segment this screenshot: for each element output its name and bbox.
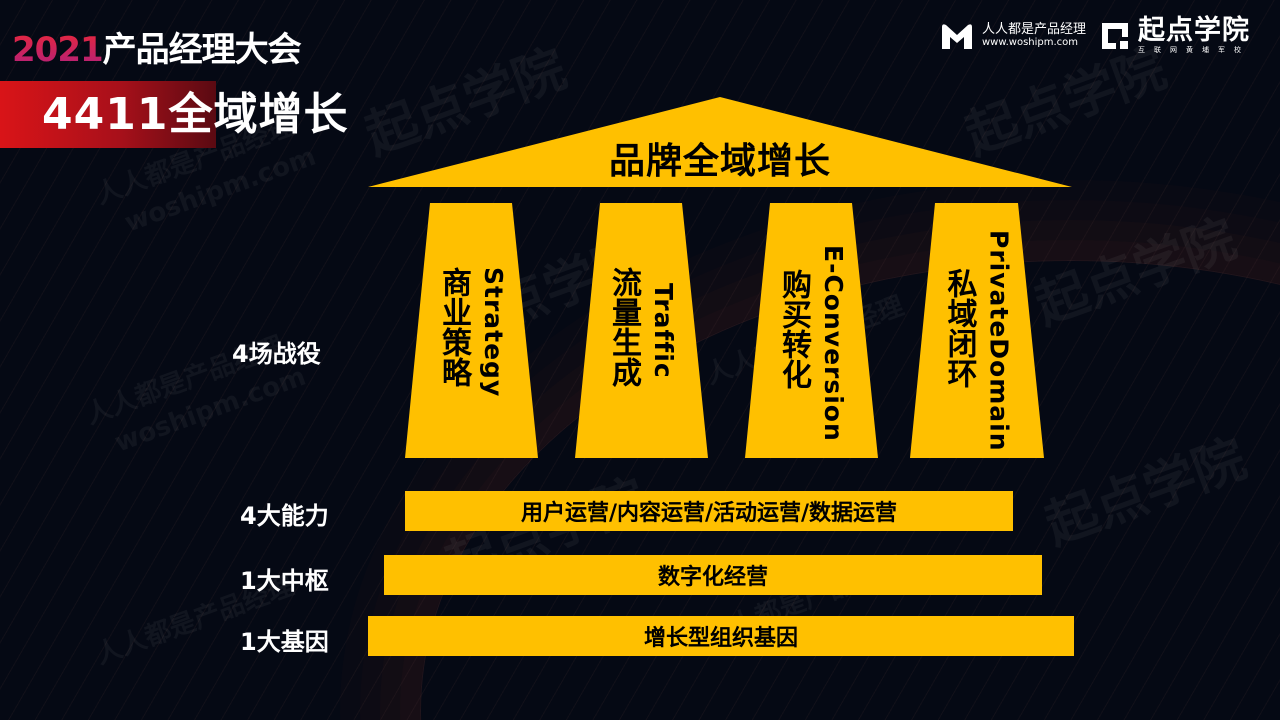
section-banner (0, 81, 216, 148)
bar-capabilities: 用户运营/内容运营/活动运营/数据运营 (405, 491, 1013, 531)
event-year: 2021 (12, 30, 104, 70)
event-name: 产品经理大会 (102, 30, 302, 70)
pillar-4-cn: 私域闭环 (941, 268, 977, 388)
pillar-3-cn: 购买转化 (776, 269, 811, 389)
qidian-logo-text: 起点学院 互联网黄埔军校 (1138, 17, 1250, 54)
pillar-2-cn: 流量生成 (606, 267, 641, 387)
pillar-conversion (745, 203, 878, 458)
pillar-2-text: Traffic 流量生成 (575, 205, 708, 517)
pillar-private-domain (910, 203, 1044, 458)
pillar-2-en: Traffic (649, 283, 678, 379)
bar-digital-operations: 数字化经营 (384, 555, 1042, 595)
row-label-hub: 1大中枢 (240, 567, 329, 595)
woshipm-name: 人人都是产品经理 (981, 21, 1086, 37)
section-title: 4411全域增长 (42, 89, 349, 140)
pillar-3-text: E-Conversion 购买转化 (745, 205, 878, 495)
pillar-1-cn: 商业策略 (436, 267, 471, 387)
q-square-logo-icon (1100, 21, 1130, 51)
header-logos: 人人都是产品经理 www.woshipm.com 起点学院 互联网黄埔军校 (940, 17, 1250, 54)
qidian-subtitle: 互联网黄埔军校 (1138, 46, 1250, 54)
roof-triangle (368, 97, 1072, 187)
qidian-name: 起点学院 (1138, 15, 1250, 46)
row-label-battles: 4场战役 (232, 340, 321, 368)
row-label-capabilities: 4大能力 (240, 502, 329, 530)
roof-label: 品牌全域增长 (608, 141, 831, 182)
event-title: 2021产品经理大会 (12, 22, 302, 71)
woshipm-logo-text: 人人都是产品经理 www.woshipm.com (981, 21, 1086, 49)
pillar-traffic (575, 203, 708, 458)
woshipm-url: www.woshipm.com (981, 37, 1079, 49)
row-label-gene: 1大基因 (240, 628, 329, 656)
pillar-1-en: Strategy (479, 267, 508, 398)
pillar-3-en: E-Conversion (819, 245, 848, 442)
pillar-4-en: PrivateDomain (984, 230, 1014, 452)
pillar-4-text: PrivateDomain 私域闭环 (910, 205, 1044, 480)
pillar-strategy (405, 203, 538, 458)
m-logo-icon (940, 21, 974, 51)
pillar-1-text: Strategy 商业策略 (405, 205, 538, 517)
bar-growth-organization: 增长型组织基因 (368, 616, 1074, 656)
